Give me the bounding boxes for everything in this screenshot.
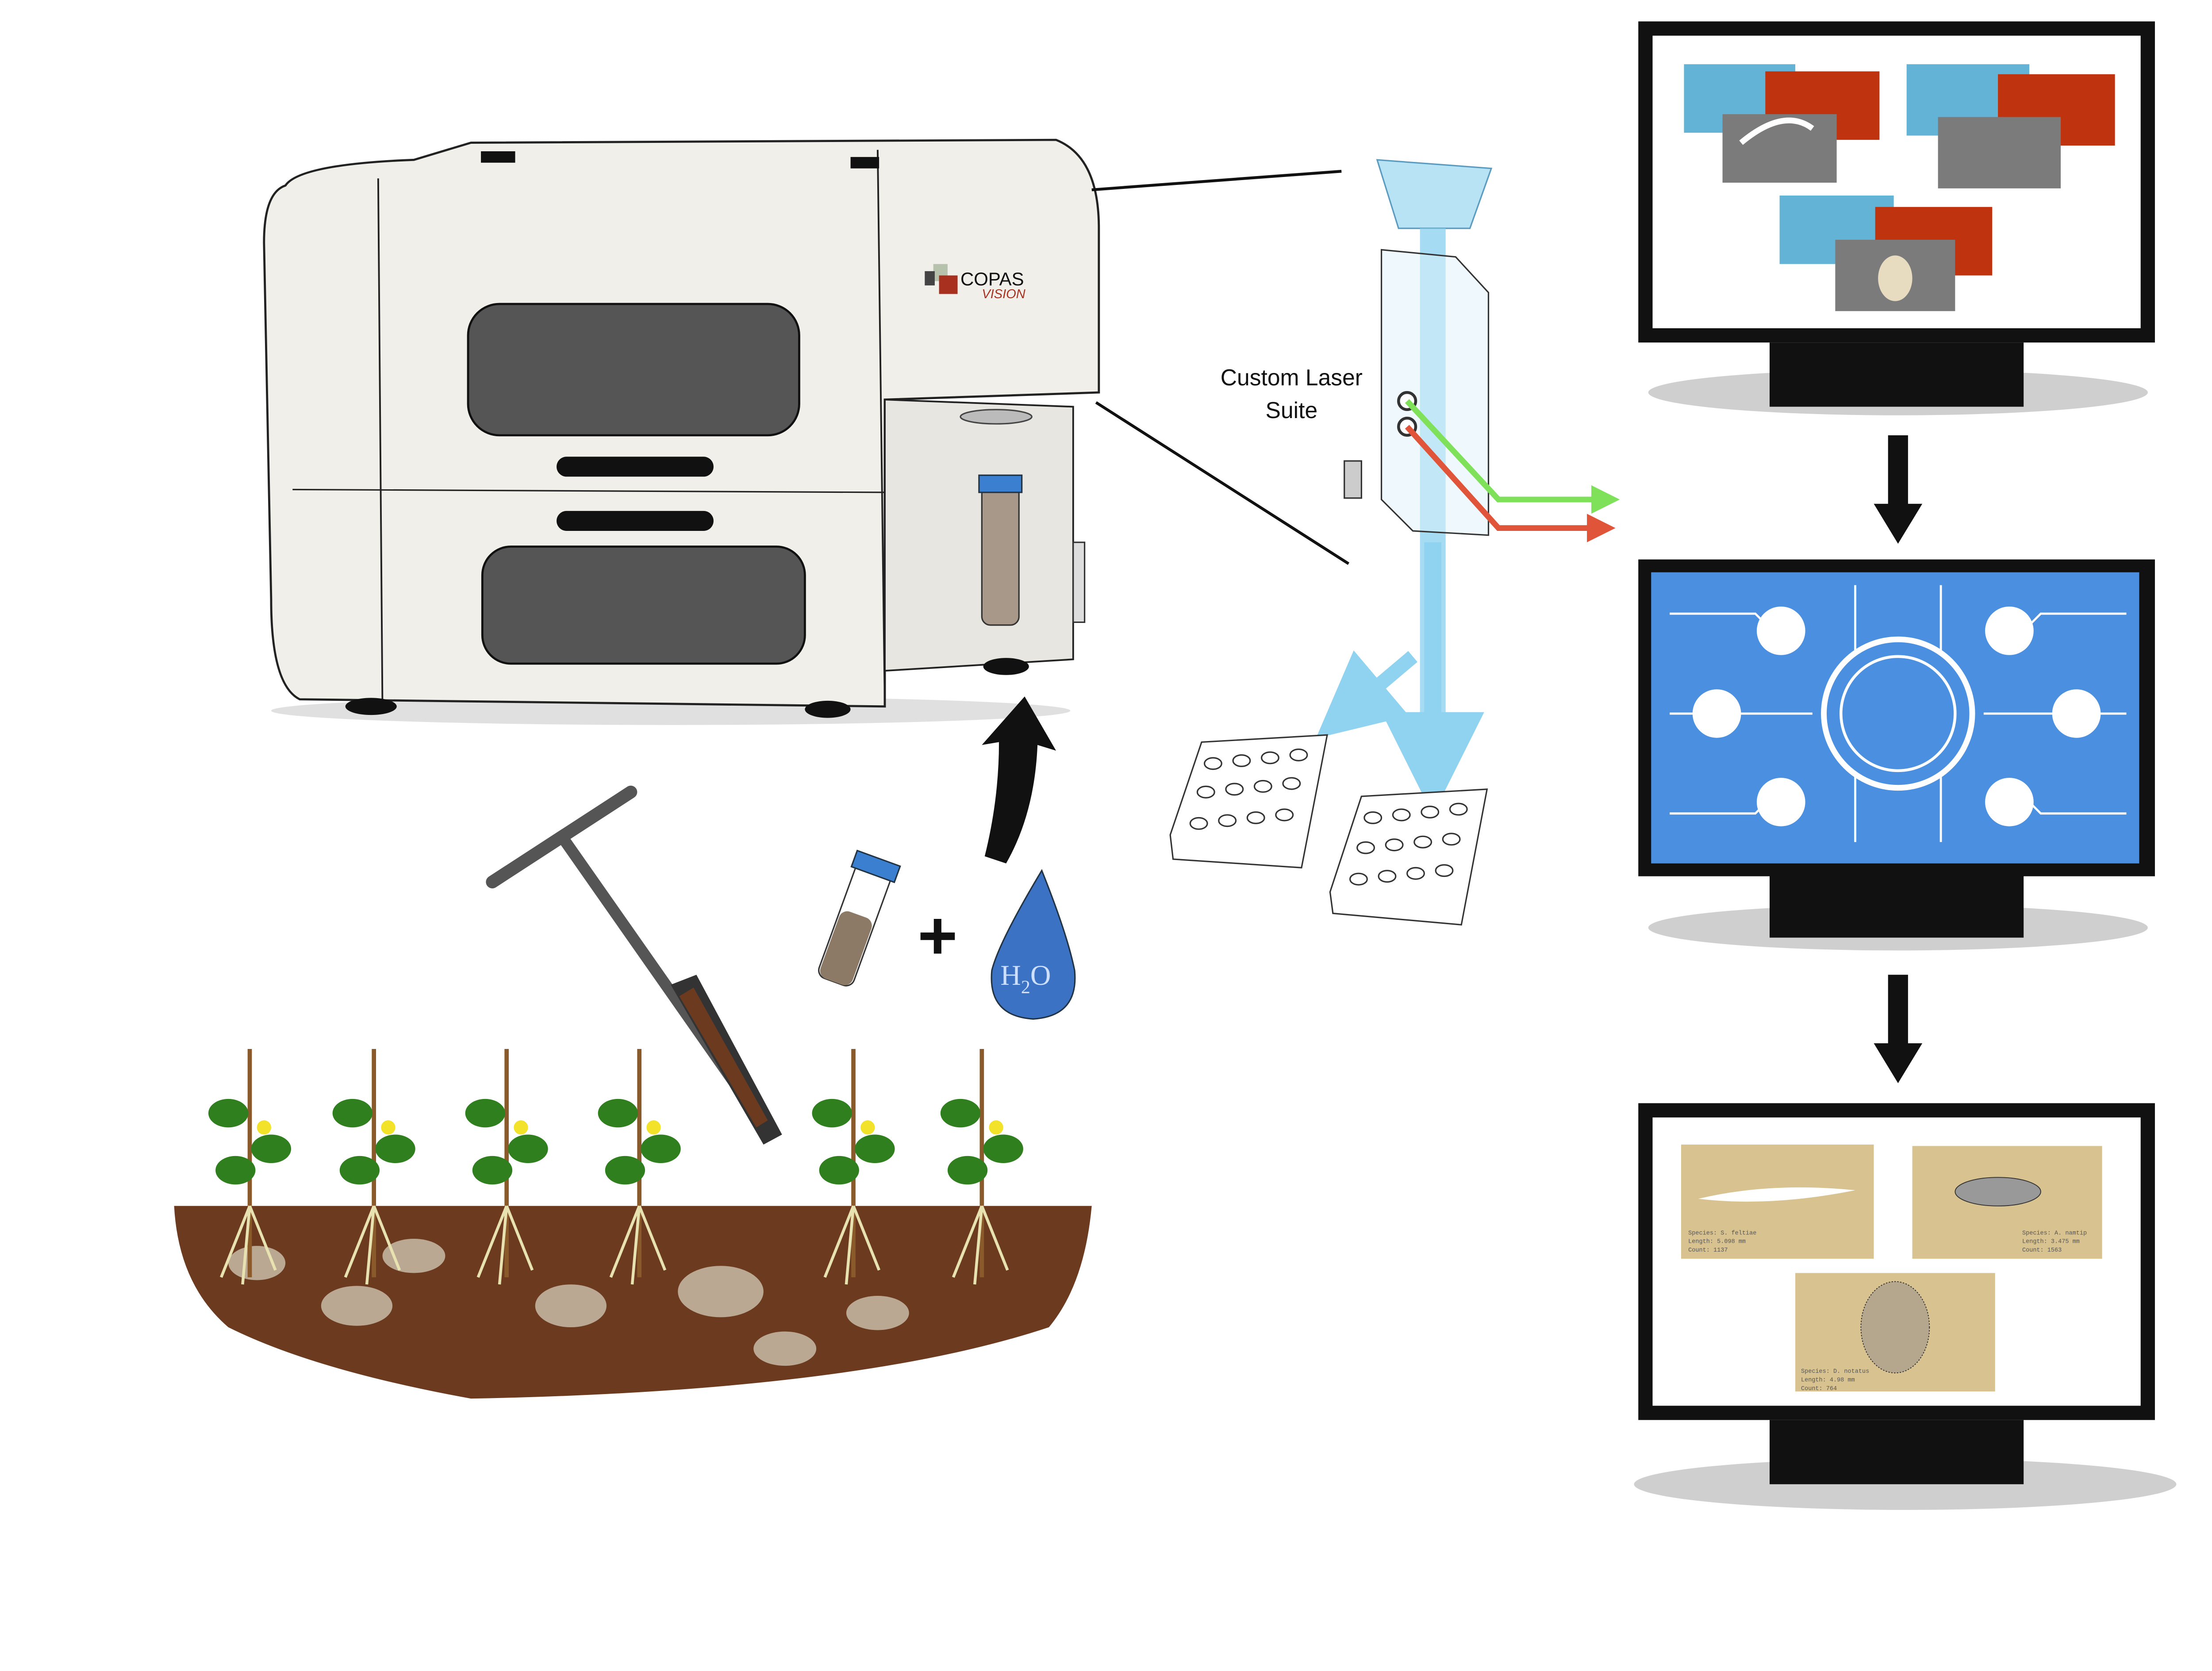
- result-species: Species: D. notatus: [1801, 1368, 1869, 1375]
- soil-section: [174, 1206, 1092, 1399]
- arrow-up-icon: [982, 696, 1056, 864]
- arrow-down-icon: [1874, 975, 1923, 1083]
- result-species: Species: A. namtip: [2022, 1230, 2087, 1237]
- plant: [465, 1049, 548, 1285]
- arrow-down-icon: [1874, 435, 1923, 544]
- water-label-subscript: 2: [1021, 977, 1030, 998]
- pipeline-diagram: COPAS VISION Custom Laser Suite: [174, 21, 2177, 1510]
- sample-tube: [818, 849, 901, 987]
- water-label-end: O: [1030, 960, 1051, 991]
- well-plate-right: [1329, 788, 1488, 926]
- well-plate-left: [1169, 734, 1328, 868]
- result-length: Length: 3.475 mm: [2022, 1239, 2080, 1245]
- soil-corer: [486, 785, 782, 1145]
- result-species: Species: S. feltiae: [1688, 1230, 1756, 1237]
- monitor-image-capture: [1638, 21, 2155, 415]
- copas-vision-instrument: COPAS VISION: [263, 138, 1100, 725]
- monitor-results: Species: S. feltiae Length: 5.098 mm Cou…: [1634, 1103, 2177, 1510]
- plant: [812, 1049, 895, 1285]
- result-card: [1681, 1145, 1874, 1259]
- result-length: Length: 4.98 mm: [1801, 1377, 1855, 1384]
- laser-suite-label-line1: Custom Laser: [1221, 365, 1363, 390]
- water-drop-icon: H2O: [991, 869, 1076, 1020]
- result-count: Count: 1563: [2022, 1247, 2062, 1254]
- plant: [332, 1049, 415, 1285]
- svg-text:H2O: H2O: [1000, 960, 1051, 998]
- zoom-line-top: [1091, 169, 1342, 192]
- logo-product-text: COPAS: [960, 269, 1024, 289]
- plant: [208, 1049, 292, 1285]
- flow-cell: [1316, 159, 1620, 815]
- result-count: Count: 764: [1801, 1386, 1837, 1392]
- result-length: Length: 5.098 mm: [1688, 1239, 1746, 1245]
- water-label: H: [1000, 960, 1021, 991]
- plants: [208, 1049, 1023, 1285]
- plant: [598, 1049, 681, 1285]
- union-biometrica-logo: [925, 264, 958, 294]
- monitor-ai-classification: [1638, 559, 2155, 951]
- zoom-line-bottom: [1095, 401, 1350, 565]
- plant: [940, 1049, 1023, 1285]
- laser-suite-label-line2: Suite: [1266, 397, 1318, 423]
- logo-product-sub-text: VISION: [982, 287, 1025, 301]
- result-count: Count: 1137: [1688, 1247, 1728, 1254]
- plus-sign: +: [918, 897, 957, 974]
